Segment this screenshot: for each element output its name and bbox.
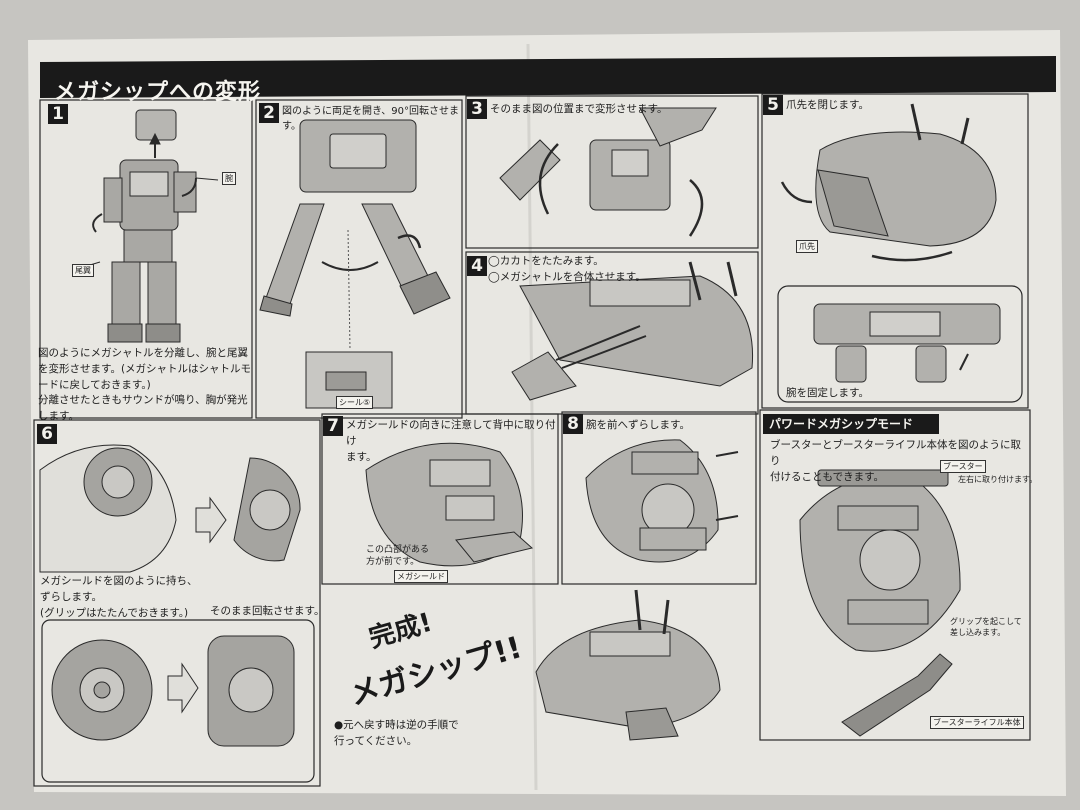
step-6-sub-instructions: そのまま回転させます。 bbox=[210, 605, 325, 617]
megashield-callout: メガシールド bbox=[394, 570, 448, 583]
step-6-line: ずらします。 bbox=[40, 590, 102, 603]
panel-step-6 bbox=[33, 419, 321, 787]
panel-step-6-rotate bbox=[41, 619, 315, 783]
paper-sheet bbox=[28, 30, 1066, 796]
powered-mode-label: パワードメガシップモード bbox=[763, 414, 939, 434]
step-1-line: します。 bbox=[38, 410, 79, 422]
shield-hand-illustration-step-6 bbox=[39, 444, 301, 747]
grip-note-line: 差し込みます。 bbox=[950, 628, 1006, 637]
step-3-number: 3 bbox=[467, 99, 487, 119]
seal-callout: シール⑤ bbox=[336, 396, 374, 409]
step-7-number: 7 bbox=[323, 416, 343, 436]
step-4-line: ◯カカトをたたみます。 bbox=[488, 255, 604, 267]
step-5-number: 5 bbox=[763, 95, 783, 115]
page-title: メガシップへの変形 bbox=[54, 80, 262, 105]
toe-callout: 爪先 bbox=[796, 240, 818, 253]
robot-illustration-step-3 bbox=[499, 107, 717, 237]
step-2-number: 2 bbox=[259, 103, 279, 123]
step-3-instructions: そのまま図の位置まで変形させます。 bbox=[490, 103, 668, 115]
step-5-sub-instructions: 腕を固定します。 bbox=[786, 387, 869, 399]
ship-back-illustration-step-7 bbox=[365, 442, 534, 567]
step-7-instructions: メガシールドの向きに注意して背中に取り付け ます。 bbox=[346, 418, 558, 465]
step-2-instructions: 図のように両足を開き、90°回転させます。 bbox=[282, 106, 460, 132]
tail-callout: 尾翼 bbox=[72, 264, 94, 277]
step-4-number: 4 bbox=[467, 256, 487, 276]
step-1-number: 1 bbox=[48, 104, 68, 124]
booster-callout: ブースター bbox=[940, 460, 986, 473]
step-7-line: ます。 bbox=[346, 450, 377, 463]
footer-note: ●元へ戻す時は逆の手順で 行ってください。 bbox=[334, 718, 459, 750]
step-1-line: 図のようにメガシャトルを分離し、腕と尾翼 bbox=[38, 347, 248, 359]
robot-illustration-step-1 bbox=[79, 109, 219, 343]
ship-illustration-step-4 bbox=[511, 261, 754, 401]
front-note-callout: この凸部がある 方が前です。 bbox=[366, 544, 429, 568]
arm-callout: 腕 bbox=[222, 172, 236, 185]
front-note-line: この凸部がある bbox=[366, 545, 430, 555]
front-note-line: 方が前です。 bbox=[366, 557, 420, 567]
step-6-line: メガシールドを図のように持ち、 bbox=[40, 575, 198, 587]
ship-illustration-step-5 bbox=[780, 103, 1001, 383]
step-1-line: ードに戻しておきます。) bbox=[38, 378, 151, 391]
grip-note: グリップを起こして 差し込みます。 bbox=[950, 616, 1022, 638]
footer-line: 行ってください。 bbox=[334, 734, 418, 747]
panel-step-7 bbox=[321, 413, 559, 585]
step-8-number: 8 bbox=[563, 414, 583, 434]
step-4-line: ◯メガシャトルを合体させます。 bbox=[488, 270, 646, 283]
powered-megaship-illustration bbox=[799, 469, 961, 737]
panel-step-1 bbox=[39, 99, 253, 419]
step-1-line: を変形させます。(メガシャトルはシャトルモ bbox=[38, 362, 252, 375]
panel-step-4 bbox=[465, 251, 759, 415]
ship-illustration-step-8 bbox=[585, 439, 739, 563]
step-5-instructions: 爪先を閉じます。 bbox=[786, 99, 869, 111]
title-bar bbox=[40, 56, 1056, 98]
panel-step-5-inset bbox=[777, 285, 1023, 403]
step-6-line: (グリップはたたんでおきます。) bbox=[40, 606, 189, 619]
panel-step-8 bbox=[561, 411, 757, 585]
powered-mode-line: 付けることもできます。 bbox=[770, 470, 885, 483]
step-8-instructions: 腕を前へずらします。 bbox=[586, 419, 690, 431]
completed-megaship-illustration bbox=[535, 589, 721, 741]
booster-note: 左右に取り付けます。 bbox=[958, 475, 1038, 484]
panel-powered-mode bbox=[759, 409, 1031, 741]
grip-note-line: グリップを起こして bbox=[950, 617, 1022, 626]
step-1-line: 分離させたときもサウンドが鳴り、胸が発光 bbox=[38, 394, 248, 407]
powered-mode-line: ブースターとブースターライフル本体を図のように取り bbox=[770, 439, 1021, 467]
step-6-number: 6 bbox=[37, 424, 57, 444]
panel-step-5 bbox=[761, 93, 1029, 409]
panel-step-2 bbox=[255, 99, 463, 419]
booster-rifle-callout: ブースターライフル本体 bbox=[930, 716, 1024, 729]
step-4-instructions: ◯カカトをたたみます。 ◯メガシャトルを合体させます。 bbox=[488, 254, 646, 286]
step-6-instructions: メガシールドを図のように持ち、 ずらします。 (グリップはたたんでおきます。) bbox=[40, 574, 198, 621]
step-7-line: メガシールドの向きに注意して背中に取り付け bbox=[346, 419, 556, 447]
panel-step-3 bbox=[465, 95, 759, 249]
powered-mode-instructions: ブースターとブースターライフル本体を図のように取り 付けることもできます。 bbox=[770, 438, 1026, 485]
footer-line: ●元へ戻す時は逆の手順で bbox=[334, 719, 459, 731]
step-1-instructions: 図のようにメガシャトルを分離し、腕と尾翼 を変形させます。(メガシャトルはシャト… bbox=[38, 346, 252, 425]
